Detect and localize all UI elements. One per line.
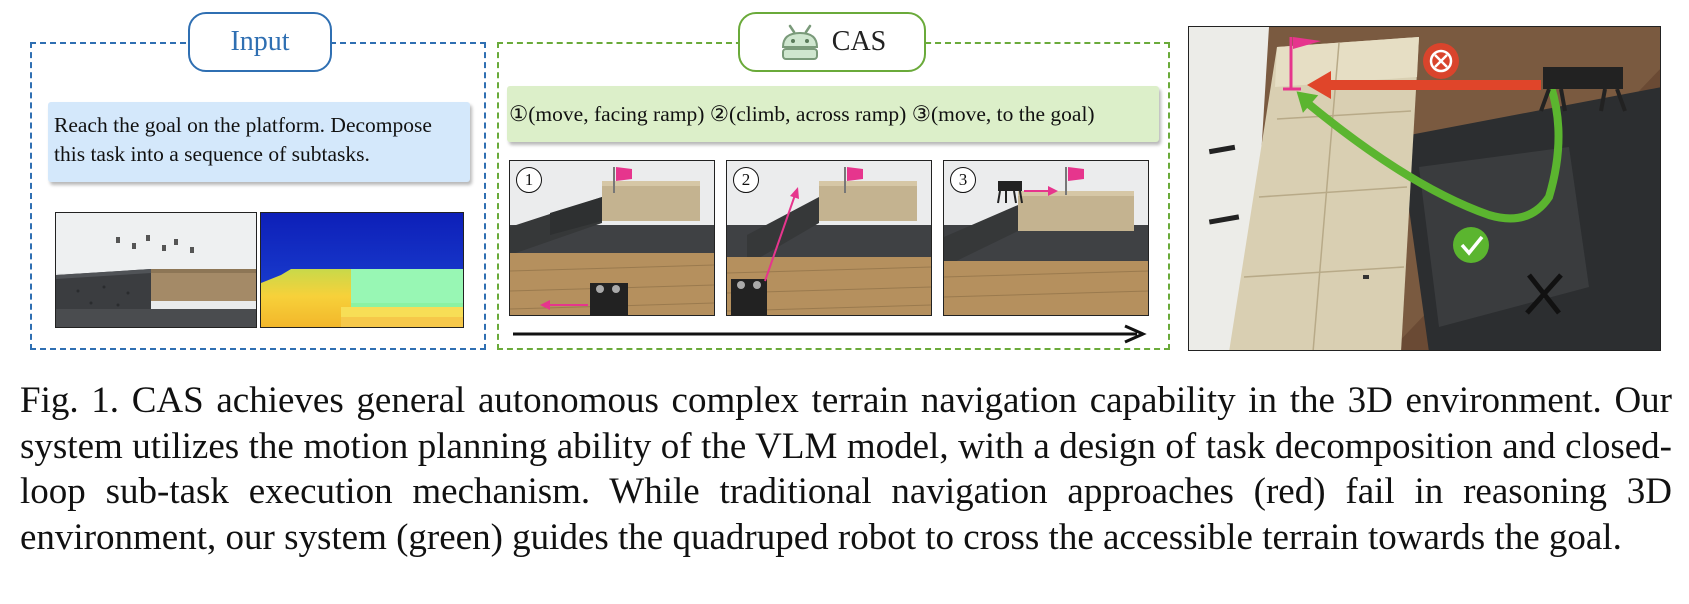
robot-icon	[781, 24, 818, 60]
result-photo	[1188, 26, 1661, 351]
depth-image	[260, 212, 464, 328]
step-2-image: 2	[726, 160, 932, 316]
success-check-icon	[1453, 227, 1489, 263]
input-title: Input	[188, 12, 332, 72]
figure-caption: Fig. 1. CAS achieves general autonomous …	[20, 380, 1672, 558]
goal-flag-icon	[1293, 37, 1321, 49]
step-badge-2: 2	[733, 167, 759, 193]
step-badge-1: 1	[516, 167, 542, 193]
cas-title: CAS	[831, 26, 887, 57]
task-prompt: Reach the goal on the platform. Decompos…	[48, 102, 470, 182]
step-3-image: 3	[943, 160, 1149, 316]
sequence-arrow	[513, 324, 1147, 344]
subtask-sequence: ①(move, facing ramp) ②(climb, across ram…	[507, 86, 1159, 142]
blocked-x-icon	[1525, 273, 1563, 315]
subtask-sequence-text: ①(move, facing ramp) ②(climb, across ram…	[509, 101, 1095, 126]
rgb-image	[55, 212, 257, 328]
fail-x-icon	[1423, 43, 1459, 79]
cas-title-pill: CAS	[738, 12, 926, 72]
step-1-image: 1	[509, 160, 715, 316]
step-badge-3: 3	[950, 167, 976, 193]
